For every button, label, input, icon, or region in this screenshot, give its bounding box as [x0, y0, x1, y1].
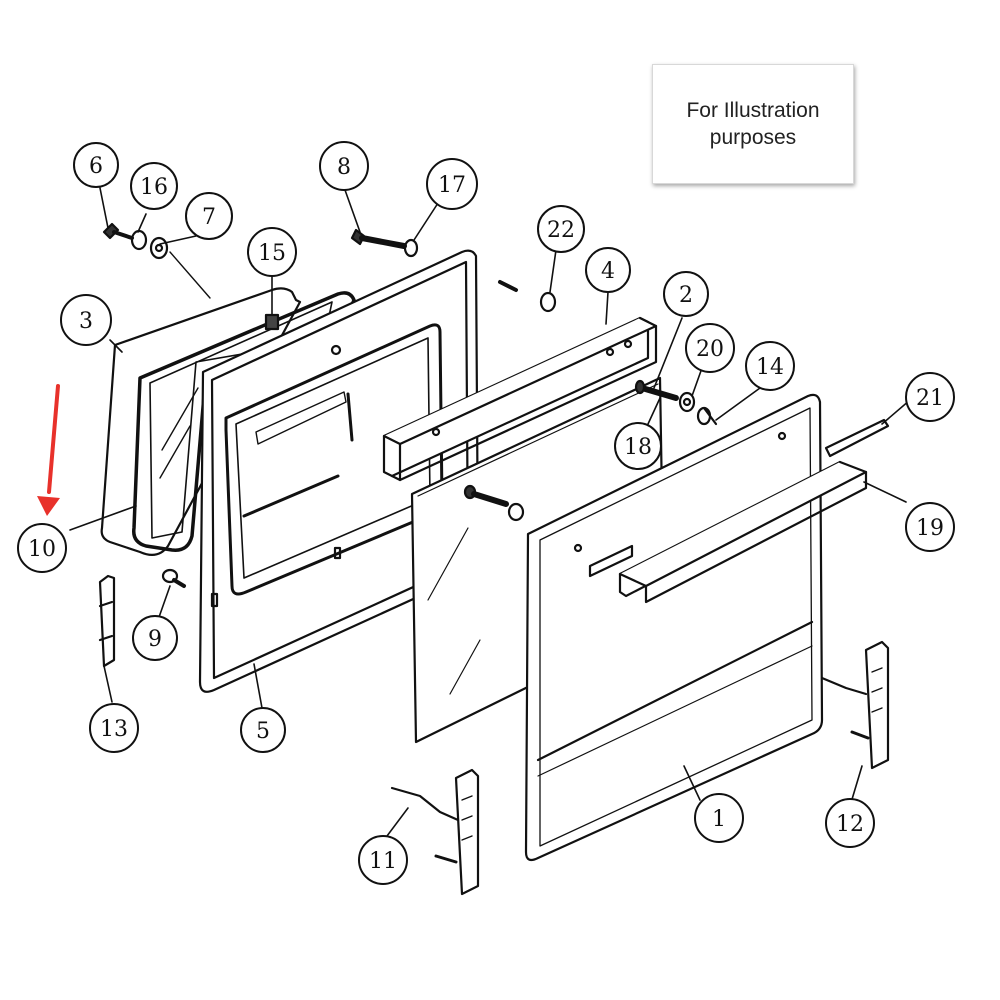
- callout-number: 12: [836, 812, 864, 837]
- callout-number: 1: [712, 807, 726, 832]
- part-17-washer: [403, 238, 419, 258]
- part-13-hinge-receiver: [98, 574, 116, 668]
- callout-number: 18: [624, 435, 652, 460]
- callout-number: 14: [756, 355, 784, 380]
- callout-22: 22: [537, 205, 585, 253]
- leader-lines: [69, 187, 911, 841]
- illustration-note-box: For Illustration purposes: [652, 64, 854, 184]
- part-9-pin: [161, 568, 186, 588]
- callout-11: 11: [358, 835, 408, 885]
- highlight-arrow-icon: [37, 384, 60, 516]
- callout-6: 6: [73, 142, 119, 188]
- part-7-washer: [149, 236, 169, 260]
- part-8-screw: [350, 228, 407, 249]
- part-20-washer: [678, 391, 696, 413]
- note-line-2: purposes: [709, 126, 797, 149]
- callout-number: 5: [256, 719, 270, 744]
- callout-number: 6: [89, 154, 103, 179]
- callout-number: 16: [140, 175, 168, 200]
- callout-number: 3: [79, 309, 93, 334]
- callout-number: 21: [916, 386, 944, 411]
- callout-13: 13: [89, 703, 139, 753]
- callout-number: 19: [916, 516, 944, 541]
- small-screw: [498, 280, 518, 292]
- callout-number: 15: [258, 241, 286, 266]
- part-11-hinge: [390, 768, 480, 896]
- center-screw: [463, 484, 525, 522]
- callout-number: 22: [547, 218, 575, 243]
- part-19-handle: [618, 460, 868, 604]
- callout-number: 2: [679, 283, 693, 308]
- part-14-spacer: [696, 406, 718, 426]
- callout-number: 20: [696, 337, 724, 362]
- callout-number: 9: [148, 627, 162, 652]
- callout-number: 10: [28, 537, 56, 562]
- callout-8: 8: [319, 141, 369, 191]
- callout-14: 14: [745, 341, 795, 391]
- part-4-channel-bracket: [382, 316, 658, 482]
- callout-16: 16: [130, 162, 178, 210]
- callout-18: 18: [614, 422, 662, 470]
- callout-2: 2: [663, 271, 709, 317]
- callout-number: 11: [369, 849, 397, 874]
- callout-5: 5: [240, 707, 286, 753]
- part-6-screw: [102, 222, 134, 240]
- part-15-clip: [264, 313, 280, 331]
- part-18-screw: [634, 379, 679, 401]
- callout-number: 17: [438, 173, 466, 198]
- part-12-hinge: [820, 640, 890, 770]
- callout-10: 10: [17, 523, 67, 573]
- callout-17: 17: [426, 158, 478, 210]
- callout-number: 13: [100, 717, 128, 742]
- note-line-1: For Illustration: [686, 99, 820, 122]
- part-10-gasket: [132, 291, 356, 552]
- callout-number: 7: [202, 205, 216, 230]
- callout-7: 7: [185, 192, 233, 240]
- callout-15: 15: [247, 227, 297, 277]
- callout-4: 4: [585, 247, 631, 293]
- callout-3: 3: [60, 294, 112, 346]
- callout-number: 8: [337, 155, 351, 180]
- callout-1: 1: [694, 793, 744, 843]
- part-16-washer: [130, 229, 148, 251]
- callout-21: 21: [905, 372, 955, 422]
- callout-9: 9: [132, 615, 178, 661]
- callout-number: 4: [601, 259, 615, 284]
- callout-12: 12: [825, 798, 875, 848]
- part-21-bracket: [824, 418, 890, 458]
- part-22-washer: [539, 291, 557, 313]
- part-5-inner-frame: [198, 249, 480, 693]
- illustration-note: For Illustration purposes: [686, 97, 819, 151]
- callout-19: 19: [905, 502, 955, 552]
- callout-20: 20: [685, 323, 735, 373]
